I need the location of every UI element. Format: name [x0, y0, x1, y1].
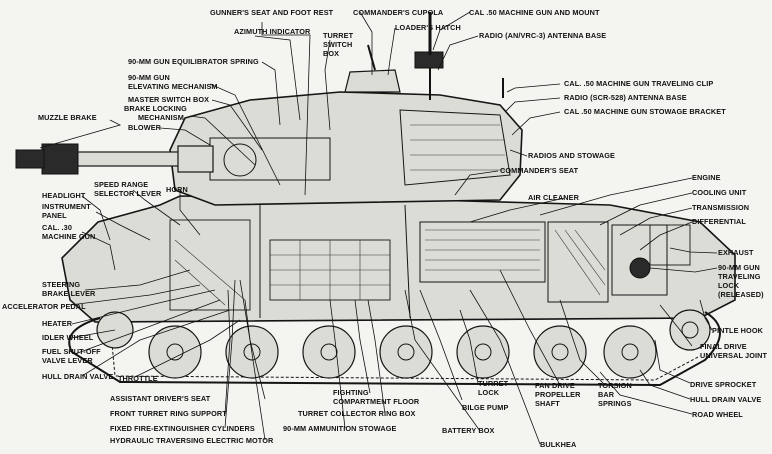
- label-radio-scr528: RADIO (SCR-528) ANTENNA BASE: [564, 93, 687, 102]
- label-loaders-hatch: LOADER'S HATCH: [395, 23, 461, 32]
- label-bulkhead: BULKHEA: [540, 440, 577, 449]
- label-steering-1: STEERING: [42, 280, 80, 289]
- label-battery-box: BATTERY BOX: [442, 426, 494, 435]
- label-fighting-1: FIGHTING: [333, 388, 369, 397]
- label-accelerator: ACCELERATOR PEDAL: [2, 302, 86, 311]
- label-cal30-1: CAL. .30: [42, 223, 72, 232]
- label-headlight: HEADLIGHT: [42, 191, 86, 200]
- label-radios-stowage: RADIOS AND STOWAGE: [528, 151, 615, 160]
- label-brake-lock-2: MECHANISM: [138, 113, 184, 122]
- label-torsion-3: SPRINGS: [598, 399, 632, 408]
- label-speed-range-2: SELECTOR LEVER: [94, 189, 162, 198]
- label-speed-range-1: SPEED RANGE: [94, 180, 148, 189]
- label-elevating-1: 90-MM GUN: [128, 73, 170, 82]
- label-ammo-stowage: 90-MM AMMUNITION STOWAGE: [283, 424, 397, 433]
- label-torsion-1: TORSION: [598, 381, 632, 390]
- engine-hatching: [425, 229, 606, 296]
- label-asst-driver: ASSISTANT DRIVER'S SEAT: [110, 394, 211, 403]
- label-pintle-hook: PINTLE HOOK: [712, 326, 764, 335]
- label-cal50-travel-clip: CAL. .50 MACHINE GUN TRAVELING CLIP: [564, 79, 713, 88]
- label-idler-wheel: IDLER WHEEL: [42, 333, 94, 342]
- label-hull-drain-left: HULL DRAIN VALVE: [42, 372, 113, 381]
- label-instrument-1: INSTRUMENT: [42, 202, 91, 211]
- label-blower: BLOWER: [128, 123, 162, 132]
- label-elevating-2: ELEVATING MECHANISM: [128, 82, 218, 91]
- label-air-cleaner: AIR CLEANER: [528, 193, 580, 202]
- label-horn: HORN: [166, 185, 188, 194]
- label-azimuth-indicator: AZIMUTH INDICATOR: [234, 27, 311, 36]
- label-cooling-unit: COOLING UNIT: [692, 188, 747, 197]
- label-gun-travel-lock-2: TRAVELING: [718, 272, 761, 281]
- label-road-wheel: ROAD WHEEL: [692, 410, 743, 419]
- label-cal50-stowage: CAL .50 MACHINE GUN STOWAGE BRACKET: [564, 107, 726, 116]
- label-commanders-seat: COMMANDER'S SEAT: [500, 166, 579, 175]
- leader-lines: [39, 11, 718, 445]
- label-turret-switch-box-3: BOX: [323, 49, 339, 58]
- label-gun-travel-lock-4: (RELEASED): [718, 290, 764, 299]
- label-commanders-cupola: COMMANDER'S CUPOLA: [353, 8, 444, 17]
- label-engine: ENGINE: [692, 173, 721, 182]
- tank-drawing: [15, 12, 736, 387]
- label-radio-an-vrc3: RADIO (AN/VRC-3) ANTENNA BASE: [479, 31, 606, 40]
- label-bilge-pump: BILGE PUMP: [462, 403, 508, 412]
- label-fuel-shutoff-2: VALVE LEVER: [42, 356, 93, 365]
- label-drive-sprocket: DRIVE SPROCKET: [690, 380, 757, 389]
- label-muzzle-brake: MUZZLE BRAKE: [38, 113, 97, 122]
- label-throttle: THROTTLE: [118, 374, 158, 383]
- label-turret-collector: TURRET COLLECTOR RING BOX: [298, 409, 416, 418]
- label-hydraulic: HYDRAULIC TRAVERSING ELECTRIC MOTOR: [110, 436, 274, 445]
- label-fan-drive-3: SHAFT: [535, 399, 560, 408]
- label-cal30-2: MACHINE GUN: [42, 232, 95, 241]
- label-turret-lock-1: TURRET: [478, 379, 509, 388]
- label-heater: HEATER: [42, 319, 73, 328]
- label-gunners-seat: GUNNER'S SEAT AND FOOT REST: [210, 8, 334, 17]
- label-fan-drive-1: FAN DRIVE: [535, 381, 575, 390]
- label-hull-drain-right: HULL DRAIN VALVE: [690, 395, 761, 404]
- label-fire-ext: FIXED FIRE-EXTINGUISHER CYLINDERS: [110, 424, 255, 433]
- label-fighting-2: COMPARTMENT FLOOR: [333, 397, 420, 406]
- cal50-machine-gun: [414, 12, 444, 100]
- label-brake-lock-1: BRAKE LOCKING: [124, 104, 187, 113]
- label-turret-switch-box: TURRET: [323, 31, 354, 40]
- label-equilibrator: 90-MM GUN EQUILIBRATOR SPRING: [128, 57, 259, 66]
- label-exhaust: EXHAUST: [718, 248, 754, 257]
- label-gun-travel-lock-1: 90-MM GUN: [718, 263, 760, 272]
- label-cal50-mount: CAL .50 MACHINE GUN AND MOUNT: [469, 8, 600, 17]
- label-front-turret-ring: FRONT TURRET RING SUPPORT: [110, 409, 227, 418]
- label-gun-travel-lock-3: LOCK: [718, 281, 740, 290]
- label-turret-switch-box-2: SWITCH: [323, 40, 352, 49]
- label-transmission: TRANSMISSION: [692, 203, 749, 212]
- label-fuel-shutoff-1: FUEL SHUT-OFF: [42, 347, 101, 356]
- label-fan-drive-2: PROPELLER: [535, 390, 581, 399]
- label-instrument-2: PANEL: [42, 211, 67, 220]
- label-steering-2: BRAKE LEVER: [42, 289, 96, 298]
- label-master-switch: MASTER SWITCH BOX: [128, 95, 209, 104]
- label-differential: DIFFERENTIAL: [692, 217, 746, 226]
- label-turret-lock-2: LOCK: [478, 388, 500, 397]
- road-wheels: [148, 325, 657, 379]
- label-torsion-2: BAR: [598, 390, 615, 399]
- label-final-drive-2: UNIVERSAL JOINT: [700, 351, 767, 360]
- main-gun: [15, 143, 214, 175]
- labels: GUNNER'S SEAT AND FOOT REST COMMANDER'S …: [2, 8, 767, 449]
- label-final-drive-1: FINAL DRIVE: [700, 342, 747, 351]
